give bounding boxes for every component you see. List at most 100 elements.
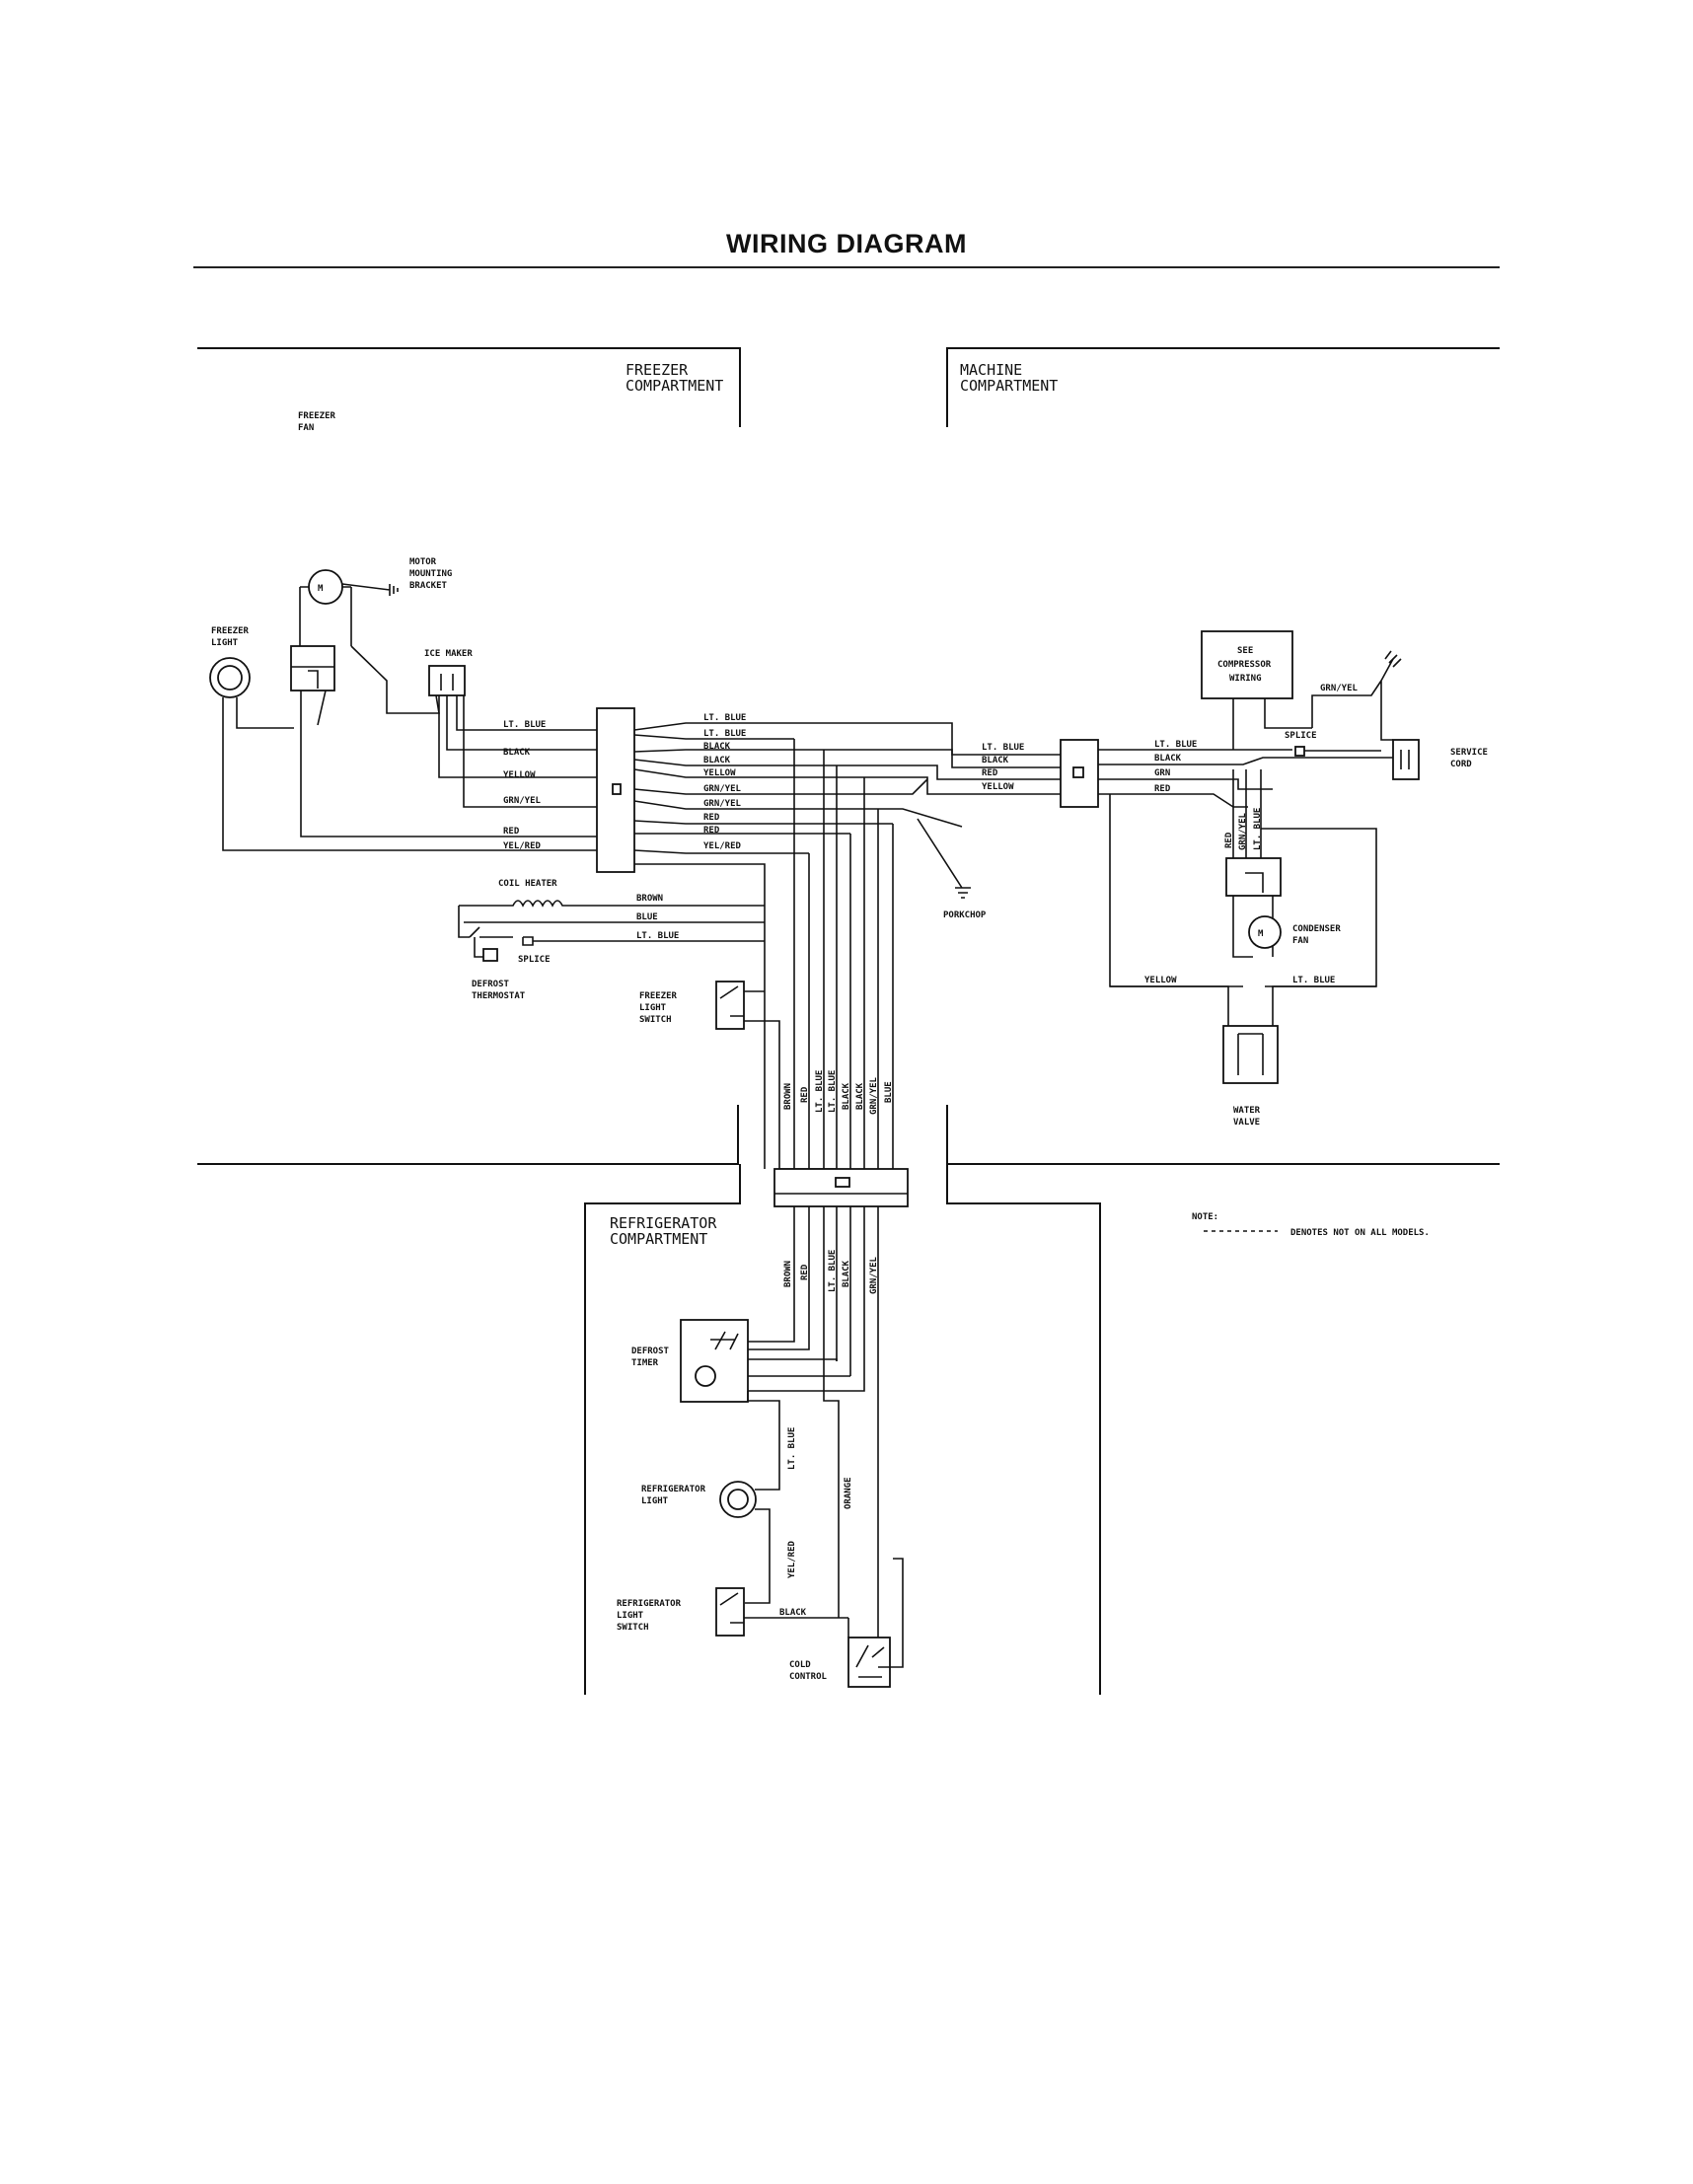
title-rule [193,266,1500,268]
defrost-timer-label-2: TIMER [631,1358,659,1368]
wire-label-mid-10: YEL/RED [703,841,742,851]
condenser-fan-label-2: FAN [1292,936,1308,946]
machine-border [946,347,1500,427]
wire-label-heater-blue: BLUE [636,912,658,922]
water-valve-label-2: VALVE [1233,1118,1260,1128]
freezer-zone-label-2: COMPARTMENT [626,377,723,395]
trunk-lower-label-red: RED [800,1264,810,1280]
wire-label-vertical-grnyel: GRN/YEL [1238,812,1248,850]
wire-label-machine-left-ltblue: LT. BLUE [982,743,1024,753]
trunk-label-ltblue-1: LT. BLUE [815,1070,825,1113]
water-valve-label-1: WATER [1233,1106,1261,1116]
refrigerator-light-label-2: LIGHT [641,1496,669,1506]
ice-maker-label: ICE MAKER [424,649,473,659]
service-cord-icon [1392,739,1420,780]
wire-label-bottom-yellow: YELLOW [1144,976,1177,985]
wire-label-mid-4: BLACK [703,756,731,765]
cold-control-label-1: COLD [789,1660,811,1670]
trunk-label-black-1: BLACK [842,1082,851,1110]
wire-label-machine-right-red: RED [1154,784,1171,794]
freezer-light-switch-label-3: SWITCH [639,1015,672,1025]
refrigerator-zone-label-1: REFRIGERATOR [610,1214,717,1232]
freezer-light-switch-icon [715,981,745,1030]
wire-label-vertical-red: RED [1224,832,1234,848]
compressor-wiring-label-2: COMPRESSOR [1217,660,1272,670]
machine-zone-label-2: COMPARTMENT [960,377,1058,395]
machine-zone-label-1: MACHINE [960,361,1022,379]
trunk-label-ltblue-2: LT. BLUE [828,1070,838,1113]
condenser-fan-label-1: CONDENSER [1292,924,1341,934]
machine-bottom-border [946,1105,1500,1165]
freezer-light-label-2: LIGHT [211,638,239,648]
wire-label-machine-right-ltblue: LT. BLUE [1154,740,1197,750]
motor-bracket-label-3: BRACKET [409,581,448,591]
wire-label-mid-7: GRN/YEL [703,799,742,809]
defrost-thermostat-label-2: THERMOSTAT [472,991,526,1001]
wire-label-machine-right-grn: GRN [1154,768,1170,778]
refrigerator-light-switch-icon [715,1587,745,1637]
refrigerator-light-switch-label-3: SWITCH [617,1623,649,1633]
compartment-borders [197,347,1500,1695]
defrost-thermostat-label-1: DEFROST [472,980,510,989]
wire-label-machine-left-yellow: YELLOW [982,782,1014,792]
wire-label-left-yelred: YEL/RED [503,841,542,851]
freezer-light-label-1: FREEZER [211,626,250,636]
motor-bracket-label-1: MOTOR [409,557,437,567]
defrost-timer-label-1: DEFROST [631,1347,670,1356]
trunk-bundle [634,738,894,1169]
trunk-label-blue: BLUE [884,1081,894,1103]
service-cord-label-1: SERVICE [1450,748,1488,758]
splice-freezer-label: SPLICE [518,955,551,965]
wire-label-mid-5: YELLOW [703,768,736,778]
wire-label-heater-brown: BROWN [636,894,663,904]
freezer-light-switch-label-2: LIGHT [639,1003,667,1013]
freezer-light-switch-label-1: FREEZER [639,991,678,1001]
trunk-label-grnyel: GRN/YEL [869,1076,879,1115]
wire-label-heater-ltblue: LT. BLUE [636,931,679,941]
compressor-wiring-box [1201,630,1293,699]
wire-label-black: BLACK [779,1608,807,1618]
cold-control-label-2: CONTROL [789,1672,828,1682]
freezer-zone-label-1: FREEZER [626,361,689,379]
wire-label-machine-left-red: RED [982,768,998,778]
condenser-fan-connector [1225,857,1282,897]
wire-label-left-yellow: YELLOW [503,770,536,780]
freezer-fan-label-2: FAN [298,423,314,433]
freezer-fan-label-1: FREEZER [298,411,336,421]
wire-label-left-ltblue: LT. BLUE [503,720,546,730]
trunk-lower-label-ltblue: LT. BLUE [828,1250,838,1292]
splice-machine-label: SPLICE [1285,731,1317,741]
freezer-border [197,347,741,427]
note-label: NOTE: [1192,1212,1218,1222]
defrost-timer-icon [680,1319,749,1403]
wire-label-mid-2: LT. BLUE [703,729,746,739]
svg-text:M: M [1258,929,1264,939]
motor-bracket-label-2: MOUNTING [409,569,452,579]
wire-label-machine-left-black: BLACK [982,756,1009,765]
compressor-wiring-label-1: SEE [1237,646,1253,656]
coil-heater-label: COIL HEATER [498,879,557,889]
freezer-bottom-border [197,1105,739,1165]
wire-label-vertical-ltblue: LT. BLUE [1253,808,1263,850]
trunk-lower-label-black: BLACK [842,1260,851,1287]
ice-maker-icon [428,665,466,696]
wire-label-refrig-light: LT. BLUE [787,1427,797,1470]
condenser-fan-icon [1248,915,1282,949]
wire-label-mid-8: RED [703,813,720,823]
refrigerator-border [584,1164,1101,1695]
wire-label-mid-9: RED [703,826,720,836]
refrigerator-light-switch-label-1: REFRIGERATOR [617,1599,682,1609]
trunk-lower-label-brown: BROWN [783,1261,793,1287]
note-text: DENOTES NOT ON ALL MODELS. [1290,1228,1430,1238]
wire-label-left-red: RED [503,827,520,837]
wire-label-mid-6: GRN/YEL [703,784,742,794]
water-valve-icon [1222,1025,1279,1084]
trunk-label-brown: BROWN [783,1083,793,1110]
refrigerator-light-switch-label-2: LIGHT [617,1611,644,1621]
splice-machine-icon [1294,746,1305,757]
refrigerator-zone-label-2: COMPARTMENT [610,1230,707,1248]
wire-label-machine-right-black: BLACK [1154,754,1182,764]
wire-label-ground-grnyel: GRN/YEL [1320,684,1359,693]
defrost-thermostat-icon [482,948,498,962]
